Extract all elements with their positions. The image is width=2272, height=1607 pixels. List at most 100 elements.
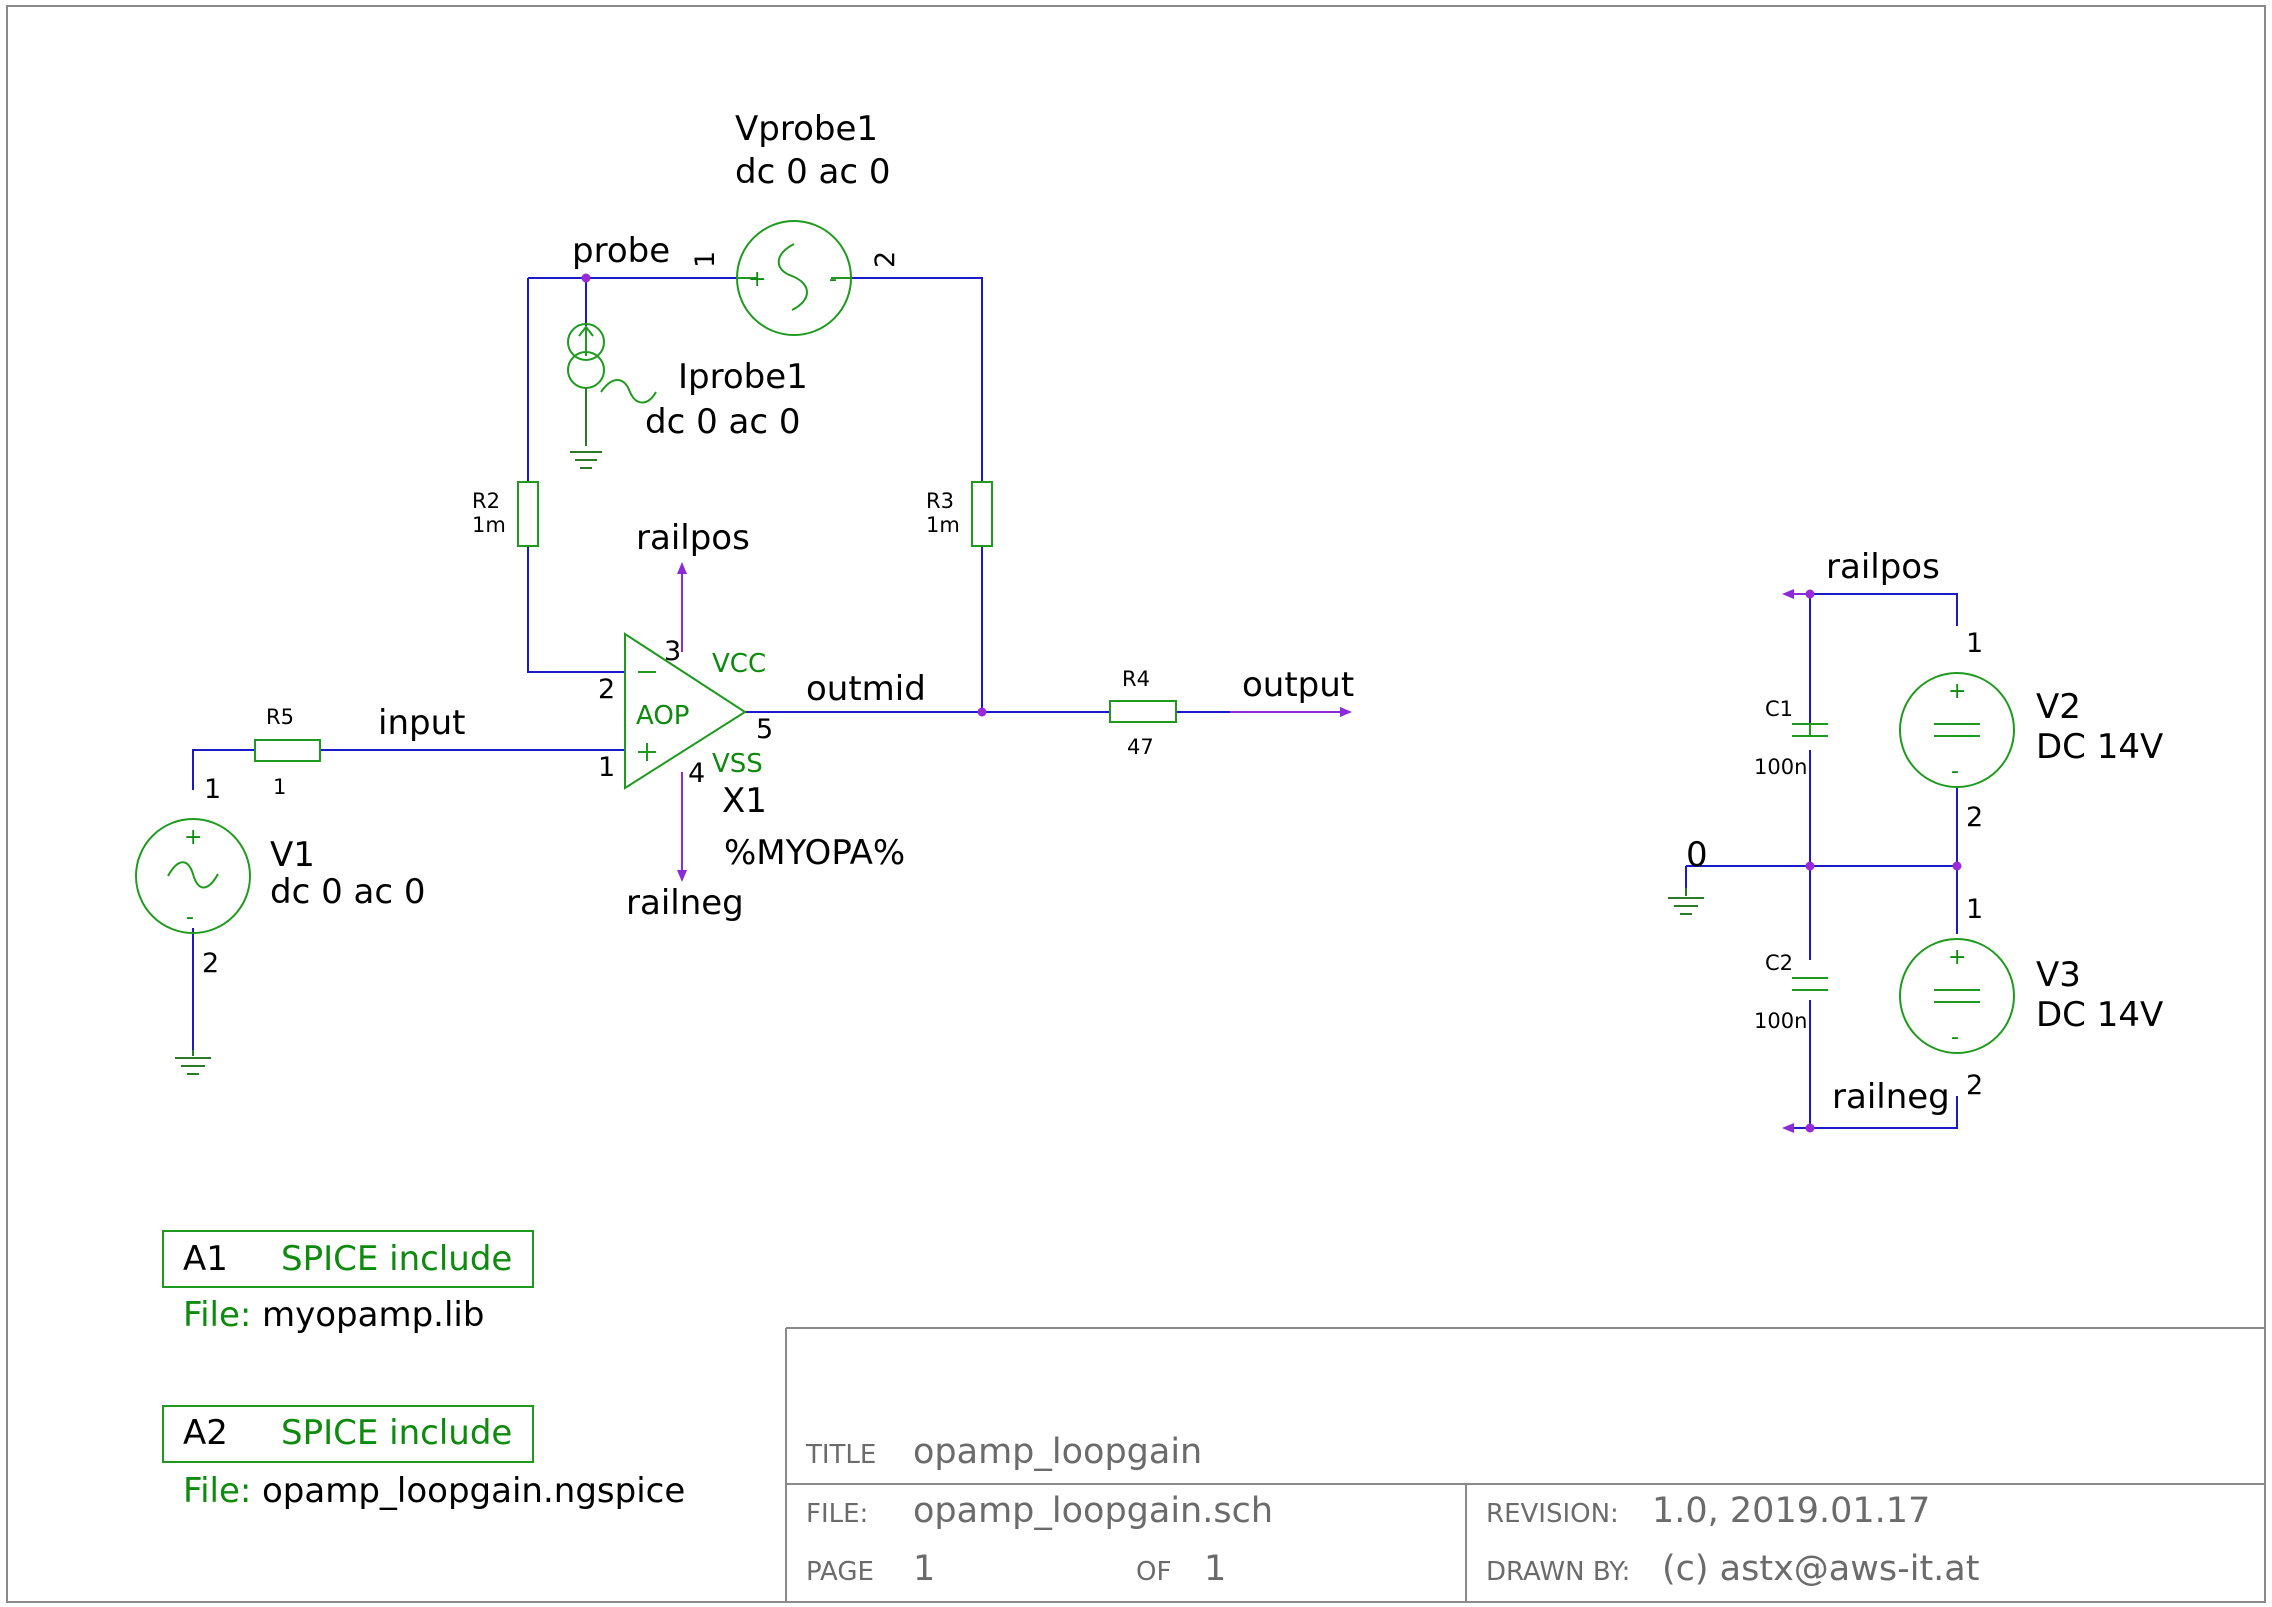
v1-value: dc 0 ac 0 xyxy=(270,872,426,912)
svg-text:+: + xyxy=(1948,945,1966,970)
net-label-railneg-left: railneg xyxy=(626,883,744,923)
page-value: 1 xyxy=(913,1549,935,1589)
a2-ref: A2 xyxy=(183,1413,228,1453)
v1-pin2: 2 xyxy=(202,948,219,979)
x1-pin1: 1 xyxy=(598,752,615,783)
svg-text:+: + xyxy=(1948,679,1966,704)
v1-pin1: 1 xyxy=(204,774,221,805)
file-label: FILE: xyxy=(806,1499,868,1529)
iprobe1-value: dc 0 ac 0 xyxy=(645,402,801,442)
net-label-railneg-right: railneg xyxy=(1832,1077,1950,1117)
svg-text:-: - xyxy=(1951,759,1959,784)
revision-value: 1.0, 2019.01.17 xyxy=(1652,1491,1930,1531)
r4-symbol[interactable] xyxy=(1109,700,1177,723)
r3-name: R3 xyxy=(926,489,954,513)
x1-pin2: 2 xyxy=(598,674,615,705)
output-arrow-head xyxy=(1340,707,1352,717)
railpos-arrow-head xyxy=(677,562,687,574)
title-value: opamp_loopgain xyxy=(913,1432,1202,1472)
revision-label: REVISION: xyxy=(1486,1499,1619,1529)
of-value: 1 xyxy=(1204,1549,1226,1589)
junctions xyxy=(581,273,1962,1133)
x1-name: X1 xyxy=(722,781,767,821)
wires xyxy=(192,277,1958,1129)
v1-name: V1 xyxy=(270,835,315,875)
r5-value: 1 xyxy=(273,775,286,799)
r5-name: R5 xyxy=(266,705,294,729)
net-label-input: input xyxy=(378,703,465,743)
iprobe1-ground-symbol xyxy=(570,451,602,469)
c2-value: 100n xyxy=(1754,1009,1807,1033)
x1-pin5: 5 xyxy=(756,714,773,745)
iprobe1-name: Iprobe1 xyxy=(678,357,808,397)
svg-text:-: - xyxy=(1951,1025,1959,1050)
drawn-by-label: DRAWN BY: xyxy=(1486,1557,1630,1587)
r2-symbol[interactable] xyxy=(517,481,539,547)
x1-pin4: 4 xyxy=(688,758,705,789)
r3-value: 1m xyxy=(926,513,960,537)
x1-body-label: AOP xyxy=(636,701,689,731)
x1-pin3: 3 xyxy=(664,636,681,667)
iprobe1-symbol[interactable] xyxy=(567,323,657,446)
v2-pin2: 2 xyxy=(1966,802,1983,833)
vprobe1-value: dc 0 ac 0 xyxy=(735,152,891,192)
r2-name: R2 xyxy=(472,489,500,513)
title-label: TITLE xyxy=(805,1440,876,1470)
a2-type: SPICE include xyxy=(281,1413,512,1453)
v3-source-symbol[interactable]: + - xyxy=(1899,938,2015,1054)
svg-text:-: - xyxy=(186,905,194,930)
c1-name: C1 xyxy=(1765,697,1793,721)
railpos-right-arrow-head xyxy=(1782,589,1794,599)
x1-vcc-label: VCC xyxy=(712,649,766,679)
x1-model: %MYOPA% xyxy=(724,833,905,873)
r3-symbol[interactable] xyxy=(971,481,993,547)
v3-value: DC 14V xyxy=(2036,995,2163,1035)
a2-file: opamp_loopgain.ngspice xyxy=(262,1471,685,1511)
a1-type: SPICE include xyxy=(281,1239,512,1279)
vprobe1-name: Vprobe1 xyxy=(735,109,878,149)
c1-value: 100n xyxy=(1754,755,1807,779)
svg-text:+: + xyxy=(748,267,766,292)
a1-file: myopamp.lib xyxy=(262,1295,484,1335)
title-block: TITLE opamp_loopgain FILE: opamp_loopgai… xyxy=(785,1327,2265,1602)
a1-ref: A1 xyxy=(183,1239,228,1279)
svg-text:+: + xyxy=(184,825,202,850)
file-value: opamp_loopgain.sch xyxy=(913,1491,1273,1531)
v3-name: V3 xyxy=(2036,955,2081,995)
v2-source-symbol[interactable]: + - xyxy=(1899,672,2015,788)
of-label: OF xyxy=(1136,1557,1171,1587)
net-label-output: output xyxy=(1242,665,1354,705)
v3-pin1: 1 xyxy=(1966,894,1983,925)
vprobe1-symbol[interactable]: + - xyxy=(736,220,852,336)
v1-ground-symbol xyxy=(175,1050,211,1075)
v2-pin1: 1 xyxy=(1966,628,1983,659)
drawn-by-value: (c) astx@aws-it.at xyxy=(1662,1549,1979,1589)
r4-name: R4 xyxy=(1122,667,1150,691)
v2-name: V2 xyxy=(2036,687,2081,727)
vprobe1-pin1: 1 xyxy=(690,251,721,268)
x1-vss-label: VSS xyxy=(712,749,763,779)
net-label-outmid: outmid xyxy=(806,669,926,709)
v2-value: DC 14V xyxy=(2036,727,2163,767)
r4-value: 47 xyxy=(1127,735,1154,759)
gnd0-symbol xyxy=(1668,888,1704,915)
svg-text:-: - xyxy=(829,267,837,292)
a1-file-label: File: xyxy=(183,1295,251,1335)
page-label: PAGE xyxy=(806,1557,874,1587)
r5-symbol[interactable] xyxy=(254,739,321,762)
c2-symbol[interactable] xyxy=(1792,977,1828,991)
railneg-arrow-head xyxy=(677,870,687,882)
spice-include-a1[interactable]: A1 SPICE include xyxy=(162,1230,534,1288)
a2-file-label: File: xyxy=(183,1471,251,1511)
c1-symbol[interactable] xyxy=(1792,723,1828,737)
net-label-railpos-right: railpos xyxy=(1826,547,1940,587)
spice-include-a2[interactable]: A2 SPICE include xyxy=(162,1405,534,1463)
railneg-right-arrow-head xyxy=(1782,1123,1794,1133)
net-label-railpos-left: railpos xyxy=(636,518,750,558)
x1-opamp-symbol[interactable] xyxy=(624,570,747,872)
net-label-probe: probe xyxy=(572,231,670,271)
v1-source-symbol[interactable]: + - xyxy=(135,818,251,934)
v3-pin2: 2 xyxy=(1966,1070,1983,1101)
net-label-gnd0: 0 xyxy=(1686,835,1708,875)
